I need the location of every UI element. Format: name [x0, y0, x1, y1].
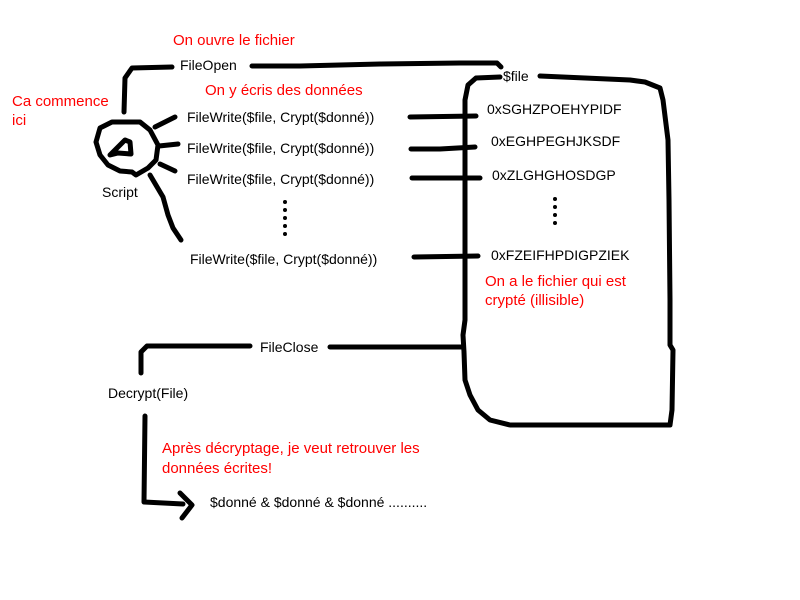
connector-decrypt-to-fileclose — [138, 343, 253, 376]
script-ray-1 — [152, 114, 178, 130]
step-file-write-1: FileWrite($file, Crypt($donné)) — [187, 109, 375, 125]
ellipsis-encrypted-icon — [553, 197, 557, 229]
annotation-after-decrypt-line2: données écrites! — [162, 460, 273, 477]
annotation-open-file: On ouvre le fichier — [173, 32, 295, 49]
annotation-encrypted-line1: On a le fichier qui est — [485, 273, 626, 290]
annotation-starts-here-line2: ici — [12, 112, 27, 129]
step-file-open: FileOpen — [180, 57, 237, 73]
step-file-write-4: FileWrite($file, Crypt($donné)) — [190, 251, 378, 267]
ellipsis-writes-icon — [283, 200, 287, 240]
script-label: Script — [102, 184, 138, 200]
connector-decrypt-to-result — [141, 413, 186, 507]
step-file-write-2: FileWrite($file, Crypt($donné)) — [187, 140, 375, 156]
arrow-head-icon — [177, 490, 195, 521]
encrypted-line-4: 0xFZEIFHPDIGPZIEK — [491, 247, 630, 263]
annotation-after-decrypt-line1: Après décryptage, je veut retrouver les — [162, 440, 420, 457]
result-data: $donné & $donné & $donné .......... — [210, 494, 428, 510]
connector-script-to-fileopen — [121, 64, 175, 115]
step-file-close: FileClose — [260, 339, 319, 355]
annotation-starts-here-line1: Ca commence — [12, 93, 109, 110]
annotation-encrypted-line2: crypté (illisible) — [485, 292, 585, 309]
script-circle — [93, 119, 161, 178]
file-box-outline — [460, 73, 676, 428]
encrypted-line-3: 0xZLGHGHOSDGP — [492, 167, 616, 183]
connector-write-4 — [411, 253, 481, 260]
connector-fileopen-to-file — [249, 60, 504, 70]
step-file-write-3: FileWrite($file, Crypt($donné)) — [187, 171, 375, 187]
script-ray-4 — [147, 172, 184, 243]
script-ray-2 — [156, 141, 181, 149]
script-ray-3 — [157, 161, 178, 174]
annotation-write-data: On y écris des données — [205, 82, 363, 99]
file-box-title: $file — [503, 68, 529, 84]
script-inner-glyph — [107, 137, 134, 158]
step-decrypt: Decrypt(File) — [108, 385, 189, 401]
encrypted-line-1: 0xSGHZPOEHYPIDF — [487, 101, 622, 117]
encrypted-line-2: 0xEGHPEGHJKSDF — [491, 133, 621, 149]
